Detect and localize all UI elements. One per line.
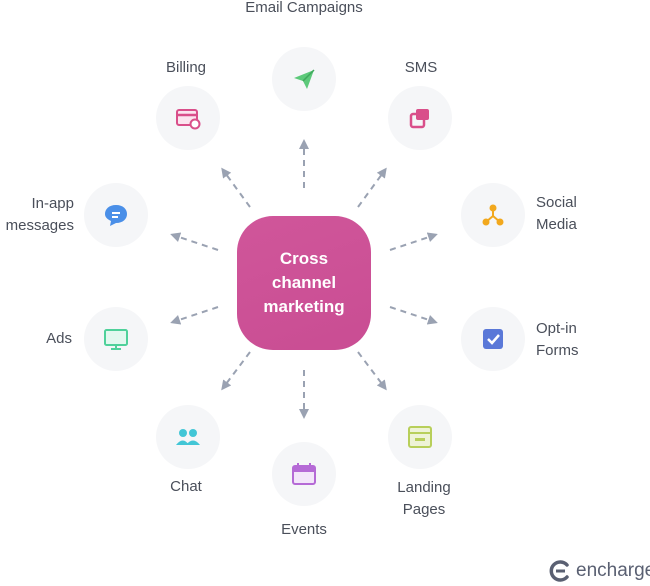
label-billing: Billing — [165, 59, 207, 76]
network-nodes-icon — [482, 204, 504, 226]
channel-email-campaigns — [272, 47, 336, 111]
arrow-chat — [221, 351, 251, 391]
calendar-icon — [292, 463, 316, 485]
label-chat: Chat — [170, 478, 202, 495]
label-ads: Ads — [46, 330, 72, 347]
label-email-campaigns: Email Campaigns — [245, 0, 363, 16]
arrow-landing — [357, 351, 387, 391]
brand-logo: encharge — [548, 559, 650, 583]
arrow-social — [389, 232, 438, 251]
arrow-optin — [389, 306, 438, 325]
label-in-app-messages: In-app messages — [5, 195, 74, 234]
paper-plane-icon — [294, 69, 315, 89]
channel-in-app-messages — [84, 183, 148, 247]
credit-card-icon — [176, 109, 201, 130]
label-opt-in-forms: Opt-in Forms — [536, 320, 579, 359]
label-events: Events — [281, 521, 327, 538]
browser-window-icon — [408, 426, 432, 448]
arrow-billing — [221, 167, 251, 208]
monitor-icon — [104, 329, 128, 350]
channel-sms — [388, 86, 452, 150]
channel-landing-pages — [388, 405, 452, 469]
arrow-inapp — [170, 232, 219, 251]
label-sms: SMS — [404, 59, 438, 76]
brand-name: encharge — [576, 560, 650, 581]
chat-square-icon — [409, 109, 429, 129]
label-landing-pages: Landing Pages — [397, 479, 451, 518]
channel-chat — [156, 405, 220, 469]
people-icon — [176, 429, 200, 445]
channel-opt-in-forms — [461, 307, 525, 371]
center-label: Cross channel marketing — [263, 249, 345, 316]
label-social-media: Social Media — [536, 194, 577, 233]
channel-billing — [156, 86, 220, 150]
chat-bubble-icon — [105, 205, 127, 226]
arrow-ads — [170, 306, 219, 325]
arrow-sms — [357, 167, 387, 208]
channel-social-media — [461, 183, 525, 247]
channel-ads — [84, 307, 148, 371]
channel-events — [272, 442, 336, 506]
center-node: Cross channel marketing — [237, 216, 371, 350]
checkbox-icon — [483, 329, 503, 349]
encharge-logo-icon — [549, 560, 569, 582]
